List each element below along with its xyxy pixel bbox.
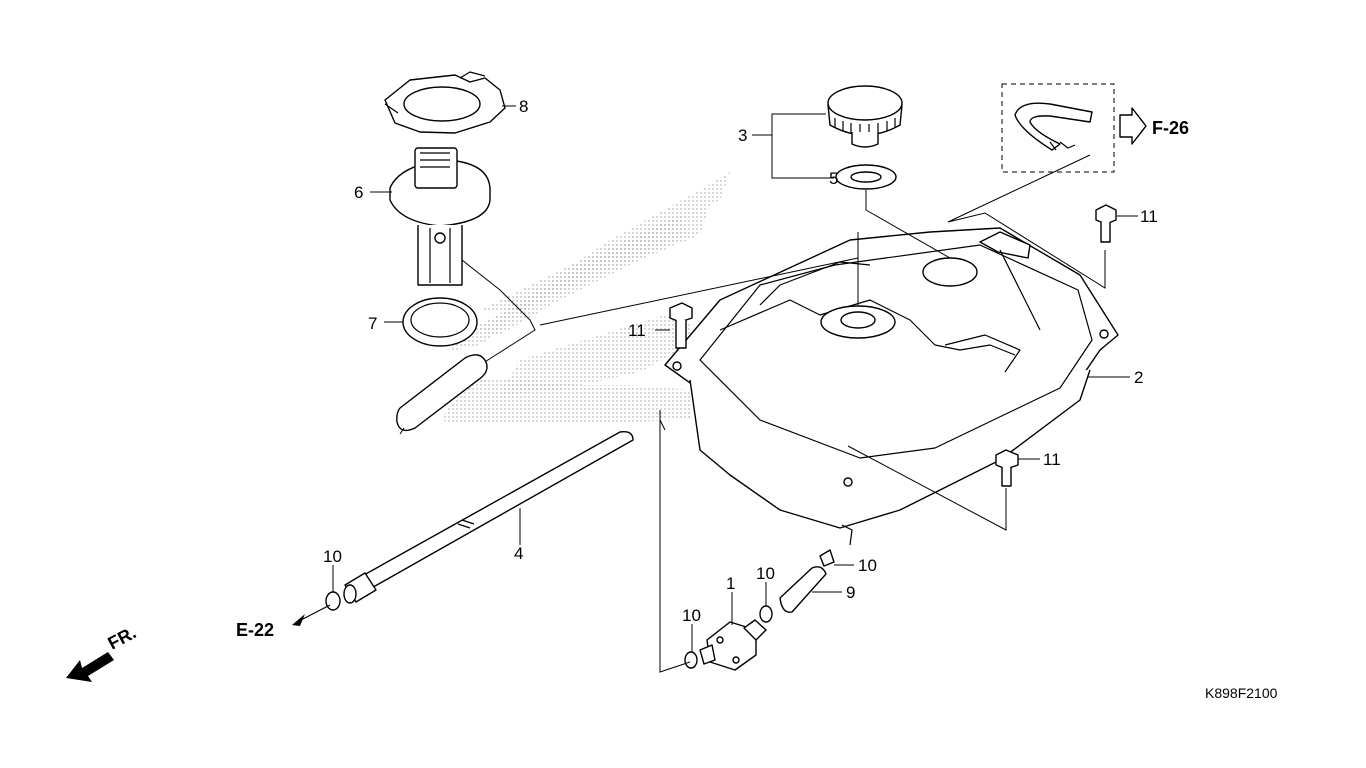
arrow-f26[interactable]: F-26 bbox=[1119, 107, 1189, 145]
callout-8: 8 bbox=[519, 97, 528, 116]
callout-10-tank: 10 bbox=[858, 556, 877, 575]
watermark-logo bbox=[440, 172, 730, 424]
clamp-10-left[interactable] bbox=[325, 591, 341, 611]
part-9-small-hose[interactable] bbox=[779, 566, 827, 613]
diagram-code: K898F2100 bbox=[1205, 685, 1278, 701]
callout-1: 1 bbox=[726, 574, 735, 593]
part-5-washer[interactable] bbox=[835, 164, 897, 190]
callout-7: 7 bbox=[368, 314, 377, 333]
hose-reference-box bbox=[1001, 83, 1115, 173]
callout-4: 4 bbox=[514, 544, 523, 563]
arrow-e22[interactable]: E-22 bbox=[236, 614, 305, 640]
callout-9: 9 bbox=[846, 583, 855, 602]
clamp-10-filter-right[interactable] bbox=[759, 605, 773, 623]
callout-11-left: 11 bbox=[628, 321, 646, 340]
callout-3: 3 bbox=[738, 126, 747, 145]
callout-11-top: 11 bbox=[1140, 207, 1158, 226]
clamp-10-filter-left[interactable] bbox=[684, 651, 698, 669]
float-arm[interactable] bbox=[396, 354, 488, 435]
bolt-11-right-top[interactable] bbox=[1095, 204, 1117, 243]
callout-10-filter-right: 10 bbox=[756, 564, 775, 583]
callout-11-bottom: 11 bbox=[1043, 450, 1061, 469]
clamp-10-tank[interactable] bbox=[819, 549, 835, 567]
part-4-hose[interactable] bbox=[343, 430, 634, 604]
callout-10-left: 10 bbox=[323, 547, 342, 566]
part-8-ring[interactable] bbox=[384, 71, 506, 134]
bolt-11-left[interactable] bbox=[669, 302, 693, 349]
part-2-fuel-tank[interactable] bbox=[664, 227, 1119, 546]
callout-6: 6 bbox=[354, 183, 363, 202]
part-6-fuel-pump[interactable] bbox=[389, 147, 536, 366]
callout-numbers: 8 6 7 3 5 2 11 11 11 4 9 10 1 10 10 10 bbox=[323, 97, 1158, 625]
front-direction-arrow: FR. bbox=[66, 622, 139, 682]
callout-10-filter-left: 10 bbox=[682, 606, 701, 625]
callout-5: 5 bbox=[829, 169, 838, 188]
f26-label: F-26 bbox=[1152, 118, 1189, 138]
part-1-filter[interactable] bbox=[699, 619, 767, 671]
callout-2: 2 bbox=[1134, 368, 1143, 387]
bolt-11-right-bottom[interactable] bbox=[995, 449, 1019, 487]
leader-lines bbox=[296, 105, 1138, 673]
part-7-gasket[interactable] bbox=[402, 297, 478, 347]
part-3-fuel-cap[interactable] bbox=[827, 85, 903, 148]
e22-label: E-22 bbox=[236, 620, 274, 640]
fr-label: FR. bbox=[104, 622, 139, 653]
